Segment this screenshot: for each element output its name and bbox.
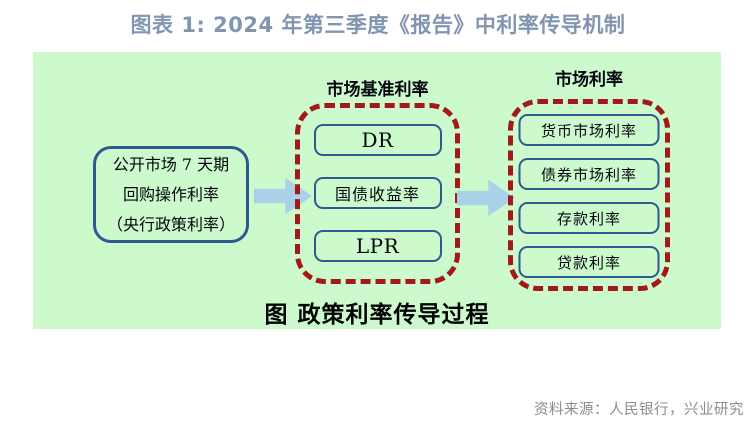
benchmark-dashed-group: DR 国债收益率 LPR bbox=[295, 103, 460, 284]
node-loan-rate: 贷款利率 bbox=[518, 246, 660, 278]
node-money-market-rate: 货币市场利率 bbox=[518, 114, 660, 146]
policy-rate-node: 公开市场 7 天期 回购操作利率 （央行政策利率） bbox=[93, 146, 249, 243]
market-rates-header: 市场利率 bbox=[555, 70, 623, 90]
benchmark-group-header: 市场基准利率 bbox=[326, 80, 429, 100]
node-dr: DR bbox=[313, 124, 442, 156]
node-bond-market-rate: 债券市场利率 bbox=[518, 158, 660, 190]
node-lpr: LPR bbox=[313, 230, 442, 262]
policy-rate-line-3: （央行政策利率） bbox=[106, 214, 235, 234]
figure-caption: 图 政策利率传导过程 bbox=[264, 302, 490, 328]
market-rates-dashed-group: 货币市场利率 债券市场利率 存款利率 贷款利率 bbox=[508, 99, 670, 291]
policy-rate-line-2: 回购操作利率 bbox=[122, 184, 219, 204]
node-bond-yield: 国债收益率 bbox=[313, 177, 442, 209]
policy-rate-line-1: 公开市场 7 天期 bbox=[112, 154, 230, 174]
page-title: 图表 1: 2024 年第三季度《报告》中利率传导机制 bbox=[130, 13, 626, 37]
node-deposit-rate: 存款利率 bbox=[518, 202, 660, 234]
source-note: 资料来源：人民银行，兴业研究 bbox=[534, 402, 744, 418]
arrow-right-icon bbox=[457, 179, 515, 217]
figure-canvas: 公开市场 7 天期 回购操作利率 （央行政策利率） 市场基准利率 DR 国债收益… bbox=[33, 52, 721, 329]
